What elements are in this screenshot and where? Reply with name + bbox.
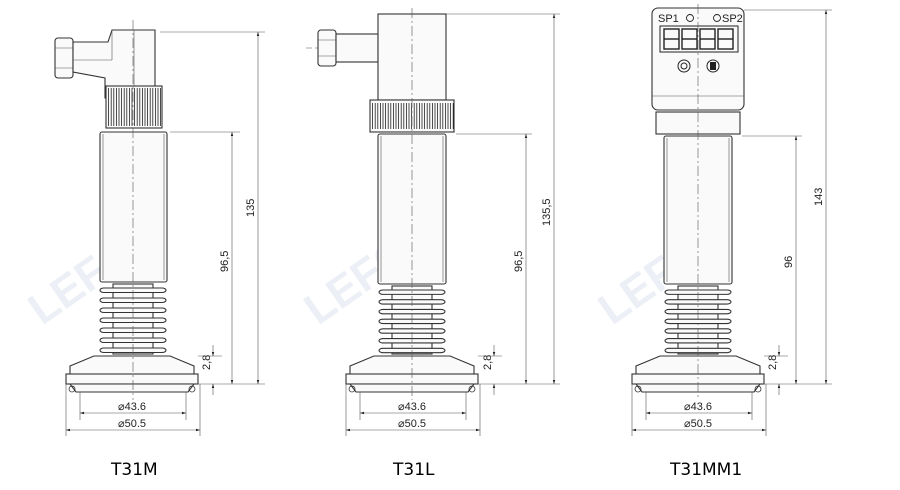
sp2-label: SP2	[722, 13, 743, 25]
sp1-label: SP1	[658, 13, 679, 25]
dim-body-height: 96,5	[513, 251, 525, 272]
dim-flange-height: 2,8	[482, 355, 494, 370]
sp1-indicator	[686, 14, 694, 22]
sensor-t31l: LEFOO	[296, 8, 560, 480]
dim-body-height: 96	[783, 256, 795, 268]
circle-button-icon	[677, 59, 691, 73]
housing-body	[99, 131, 168, 283]
dim-inner-diameter: ⌀43.6	[684, 401, 712, 413]
seven-segment-digits	[663, 28, 734, 50]
model-label: T31M	[110, 460, 158, 480]
square-button-icon	[706, 59, 720, 73]
dimension-lines	[631, 9, 832, 436]
dim-outer-diameter: ⌀50.5	[684, 418, 712, 430]
model-label: T31L	[392, 460, 435, 480]
model-label: T31MM1	[669, 460, 742, 480]
side-plug-connector	[306, 29, 379, 67]
sp2-indicator	[713, 14, 721, 22]
din-plug-connector	[54, 29, 156, 99]
dim-outer-diameter: ⌀50.5	[398, 418, 426, 430]
dim-total-height: 143	[813, 188, 825, 206]
led-display	[659, 25, 739, 53]
dimension-lines	[65, 31, 265, 436]
knurled-nut	[105, 85, 163, 129]
dim-body-height: 96,5	[219, 251, 231, 272]
dim-total-height: 135,5	[541, 198, 553, 226]
dim-total-height: 135	[245, 199, 257, 217]
dim-inner-diameter: ⌀43.6	[398, 401, 426, 413]
dim-outer-diameter: ⌀50.5	[118, 418, 146, 430]
dim-flange-height: 2,8	[201, 355, 213, 370]
sensor-t31m: LEFOO	[20, 20, 265, 480]
dim-inner-diameter: ⌀43.6	[118, 401, 146, 413]
dimension-lines	[345, 13, 560, 436]
dim-flange-height: 2,8	[767, 355, 779, 370]
tri-clamp-flange	[65, 355, 199, 393]
sensor-t31mm1: LEFOO SP1 SP2	[590, 4, 832, 480]
